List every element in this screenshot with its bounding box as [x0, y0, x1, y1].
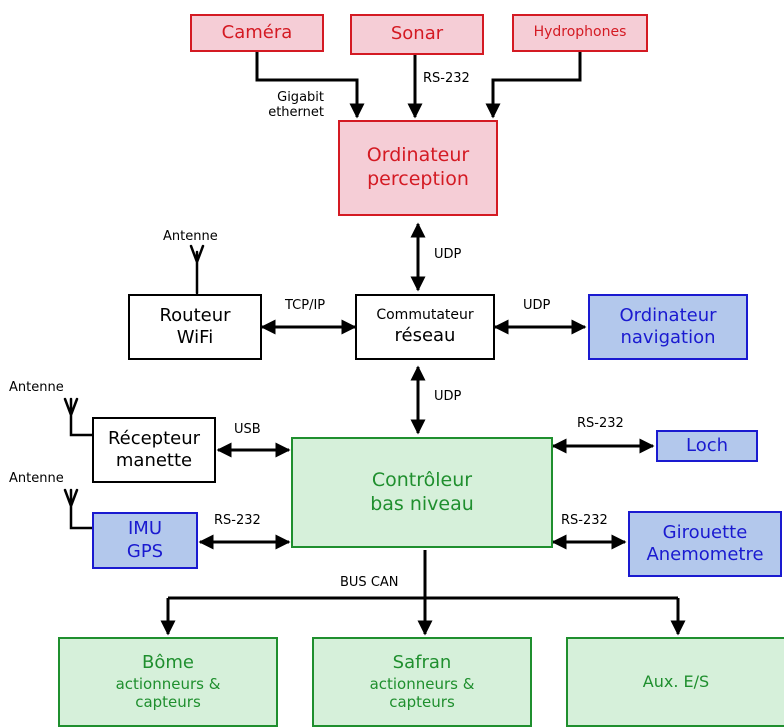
- navigation-line-2: navigation: [620, 327, 716, 348]
- switch-line-1: Commutateur: [376, 307, 474, 323]
- gigabit-line-1: Gigabit: [277, 90, 324, 105]
- link-hydrophones-perception: [485, 52, 582, 119]
- rudder-box: Safran actionneurs & capteurs: [312, 637, 532, 727]
- boom-box: Bôme actionneurs & capteurs: [58, 637, 278, 727]
- rs232-vane-label: RS-232: [561, 513, 608, 528]
- receiver-line-2: manette: [115, 450, 193, 471]
- rs232-loch-label: RS-232: [577, 416, 624, 431]
- joystick-receiver-box: Récepteur manette: [92, 417, 216, 483]
- router-line-1: Routeur: [159, 304, 231, 326]
- camera-label: Caméra: [221, 21, 293, 43]
- switch-line-2: réseau: [394, 324, 456, 346]
- navigation-line-1: Ordinateur: [619, 304, 717, 326]
- receiver-line-1: Récepteur: [107, 427, 201, 449]
- imu-gps-box: IMU GPS: [92, 512, 198, 569]
- rs232-sonar-label: RS-232: [423, 71, 470, 86]
- loch-box: Loch: [656, 430, 758, 462]
- aux-io-box: Aux. E/S: [566, 637, 784, 727]
- link-camera-perception: [255, 52, 365, 119]
- wind-vane-box: Girouette Anemometre: [628, 511, 782, 577]
- antenna-receiver-label: Antenne: [9, 380, 64, 395]
- perception-line-1: Ordinateur: [366, 144, 470, 167]
- sonar-box: Sonar: [350, 14, 484, 55]
- boom-line-3: capteurs: [135, 693, 201, 712]
- loch-label: Loch: [685, 434, 729, 456]
- udp-perception-label: UDP: [434, 247, 462, 262]
- antenna-imu-label: Antenne: [9, 471, 64, 486]
- rudder-line-2: actionneurs &: [369, 674, 475, 693]
- antenna-router-label: Antenne: [163, 229, 218, 244]
- rs232-imu-label: RS-232: [214, 513, 261, 528]
- vane-line-1: Girouette: [662, 521, 748, 543]
- gigabit-ethernet-label: Gigabit ethernet: [258, 90, 324, 121]
- camera-box: Caméra: [190, 14, 324, 52]
- rudder-line-1: Safran: [392, 652, 452, 673]
- boom-line-2: actionneurs &: [115, 674, 221, 693]
- udp-controller-label: UDP: [434, 389, 462, 404]
- sonar-label: Sonar: [390, 23, 444, 45]
- tcpip-label: TCP/IP: [285, 298, 326, 313]
- usb-label: USB: [234, 422, 261, 437]
- antenna-imu-icon: [63, 488, 94, 530]
- imu-line-1: IMU: [127, 518, 162, 539]
- hydrophones-label: Hydrophones: [533, 24, 627, 41]
- perception-line-2: perception: [367, 168, 469, 190]
- bus-can-label: BUS CAN: [340, 575, 399, 590]
- aux-label: Aux. E/S: [642, 672, 710, 691]
- imu-line-2: GPS: [126, 540, 164, 562]
- boom-line-1: Bôme: [142, 652, 194, 673]
- rudder-line-3: capteurs: [389, 693, 455, 712]
- antenna-receiver-icon: [63, 397, 94, 437]
- router-line-2: WiFi: [176, 327, 214, 348]
- controller-line-2: bas niveau: [370, 492, 474, 515]
- controller-line-1: Contrôleur: [371, 468, 473, 491]
- udp-navigation-label: UDP: [523, 298, 551, 313]
- antenna-router-icon: [189, 244, 205, 295]
- wifi-router-box: Routeur WiFi: [128, 294, 262, 360]
- low-level-controller-box: Contrôleur bas niveau: [291, 437, 553, 548]
- network-switch-box: Commutateur réseau: [355, 294, 495, 360]
- gigabit-line-2: ethernet: [268, 104, 324, 120]
- hydrophones-box: Hydrophones: [512, 14, 648, 52]
- vane-line-2: Anemometre: [646, 544, 764, 565]
- navigation-computer-box: Ordinateur navigation: [588, 294, 748, 360]
- perception-computer-box: Ordinateur perception: [338, 120, 498, 216]
